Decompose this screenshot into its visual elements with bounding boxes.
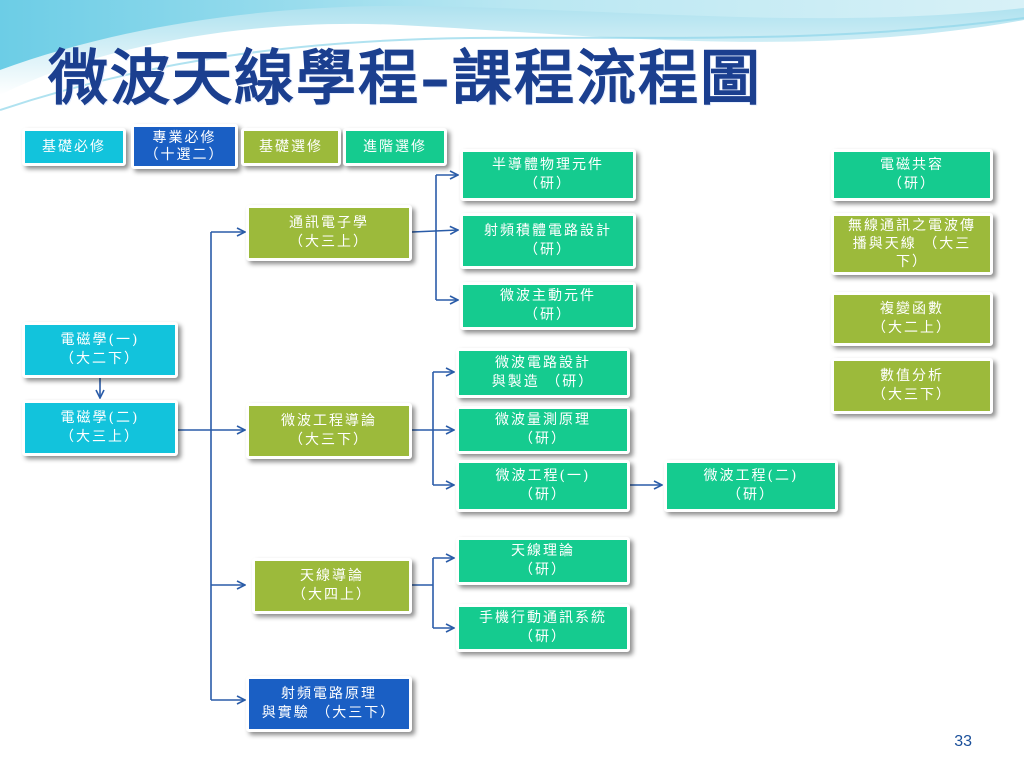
- course-antenna-theory: 天線理論（研）: [456, 537, 630, 585]
- course-microwave-circuit-design: 微波電路設計與製造 （研）: [456, 348, 630, 398]
- page-number: 33: [954, 733, 972, 750]
- course-antenna-intro: 天線導論（大四上）: [252, 558, 412, 614]
- course-microwave-eng-intro: 微波工程導論（大三下）: [246, 403, 412, 459]
- course-wireless-propagation: 無線通訊之電波傳播與天線 （大三下）: [831, 213, 993, 275]
- course-comm-electronics: 通訊電子學（大三上）: [246, 205, 412, 261]
- legend-core-elective: 基礎選修: [241, 128, 341, 166]
- page-title: 微波天線學程–課程流程圖: [48, 44, 762, 114]
- course-mobile-comm-systems: 手機行動通訊系統（研）: [456, 604, 630, 652]
- course-rfic-design: 射頻積體電路設計（研）: [460, 213, 636, 269]
- course-microwave-eng-1: 微波工程(一)（研）: [456, 460, 630, 512]
- course-emc: 電磁共容（研）: [831, 149, 993, 201]
- course-semiconductor-physics: 半導體物理元件（研）: [460, 149, 636, 201]
- course-em2: 電磁學(二)（大三上）: [22, 400, 178, 456]
- course-complex-variables: 複變函數（大二上）: [831, 292, 993, 346]
- course-numerical-analysis: 數值分析（大三下）: [831, 358, 993, 414]
- course-rf-circuit-lab: 射頻電路原理與實驗 （大三下）: [246, 676, 412, 732]
- course-em1: 電磁學(一)（大二下）: [22, 322, 178, 378]
- course-microwave-measurement: 微波量測原理（研）: [456, 406, 630, 454]
- legend-core-required: 基礎必修: [22, 128, 126, 166]
- legend-advanced-elective: 進階選修: [343, 128, 447, 166]
- course-microwave-eng-2: 微波工程(二)（研）: [664, 460, 838, 512]
- header-wave-background: [0, 0, 1024, 140]
- course-microwave-active-devices: 微波主動元件（研）: [460, 282, 636, 330]
- legend-major-required: 專業必修（十選二）: [131, 124, 238, 169]
